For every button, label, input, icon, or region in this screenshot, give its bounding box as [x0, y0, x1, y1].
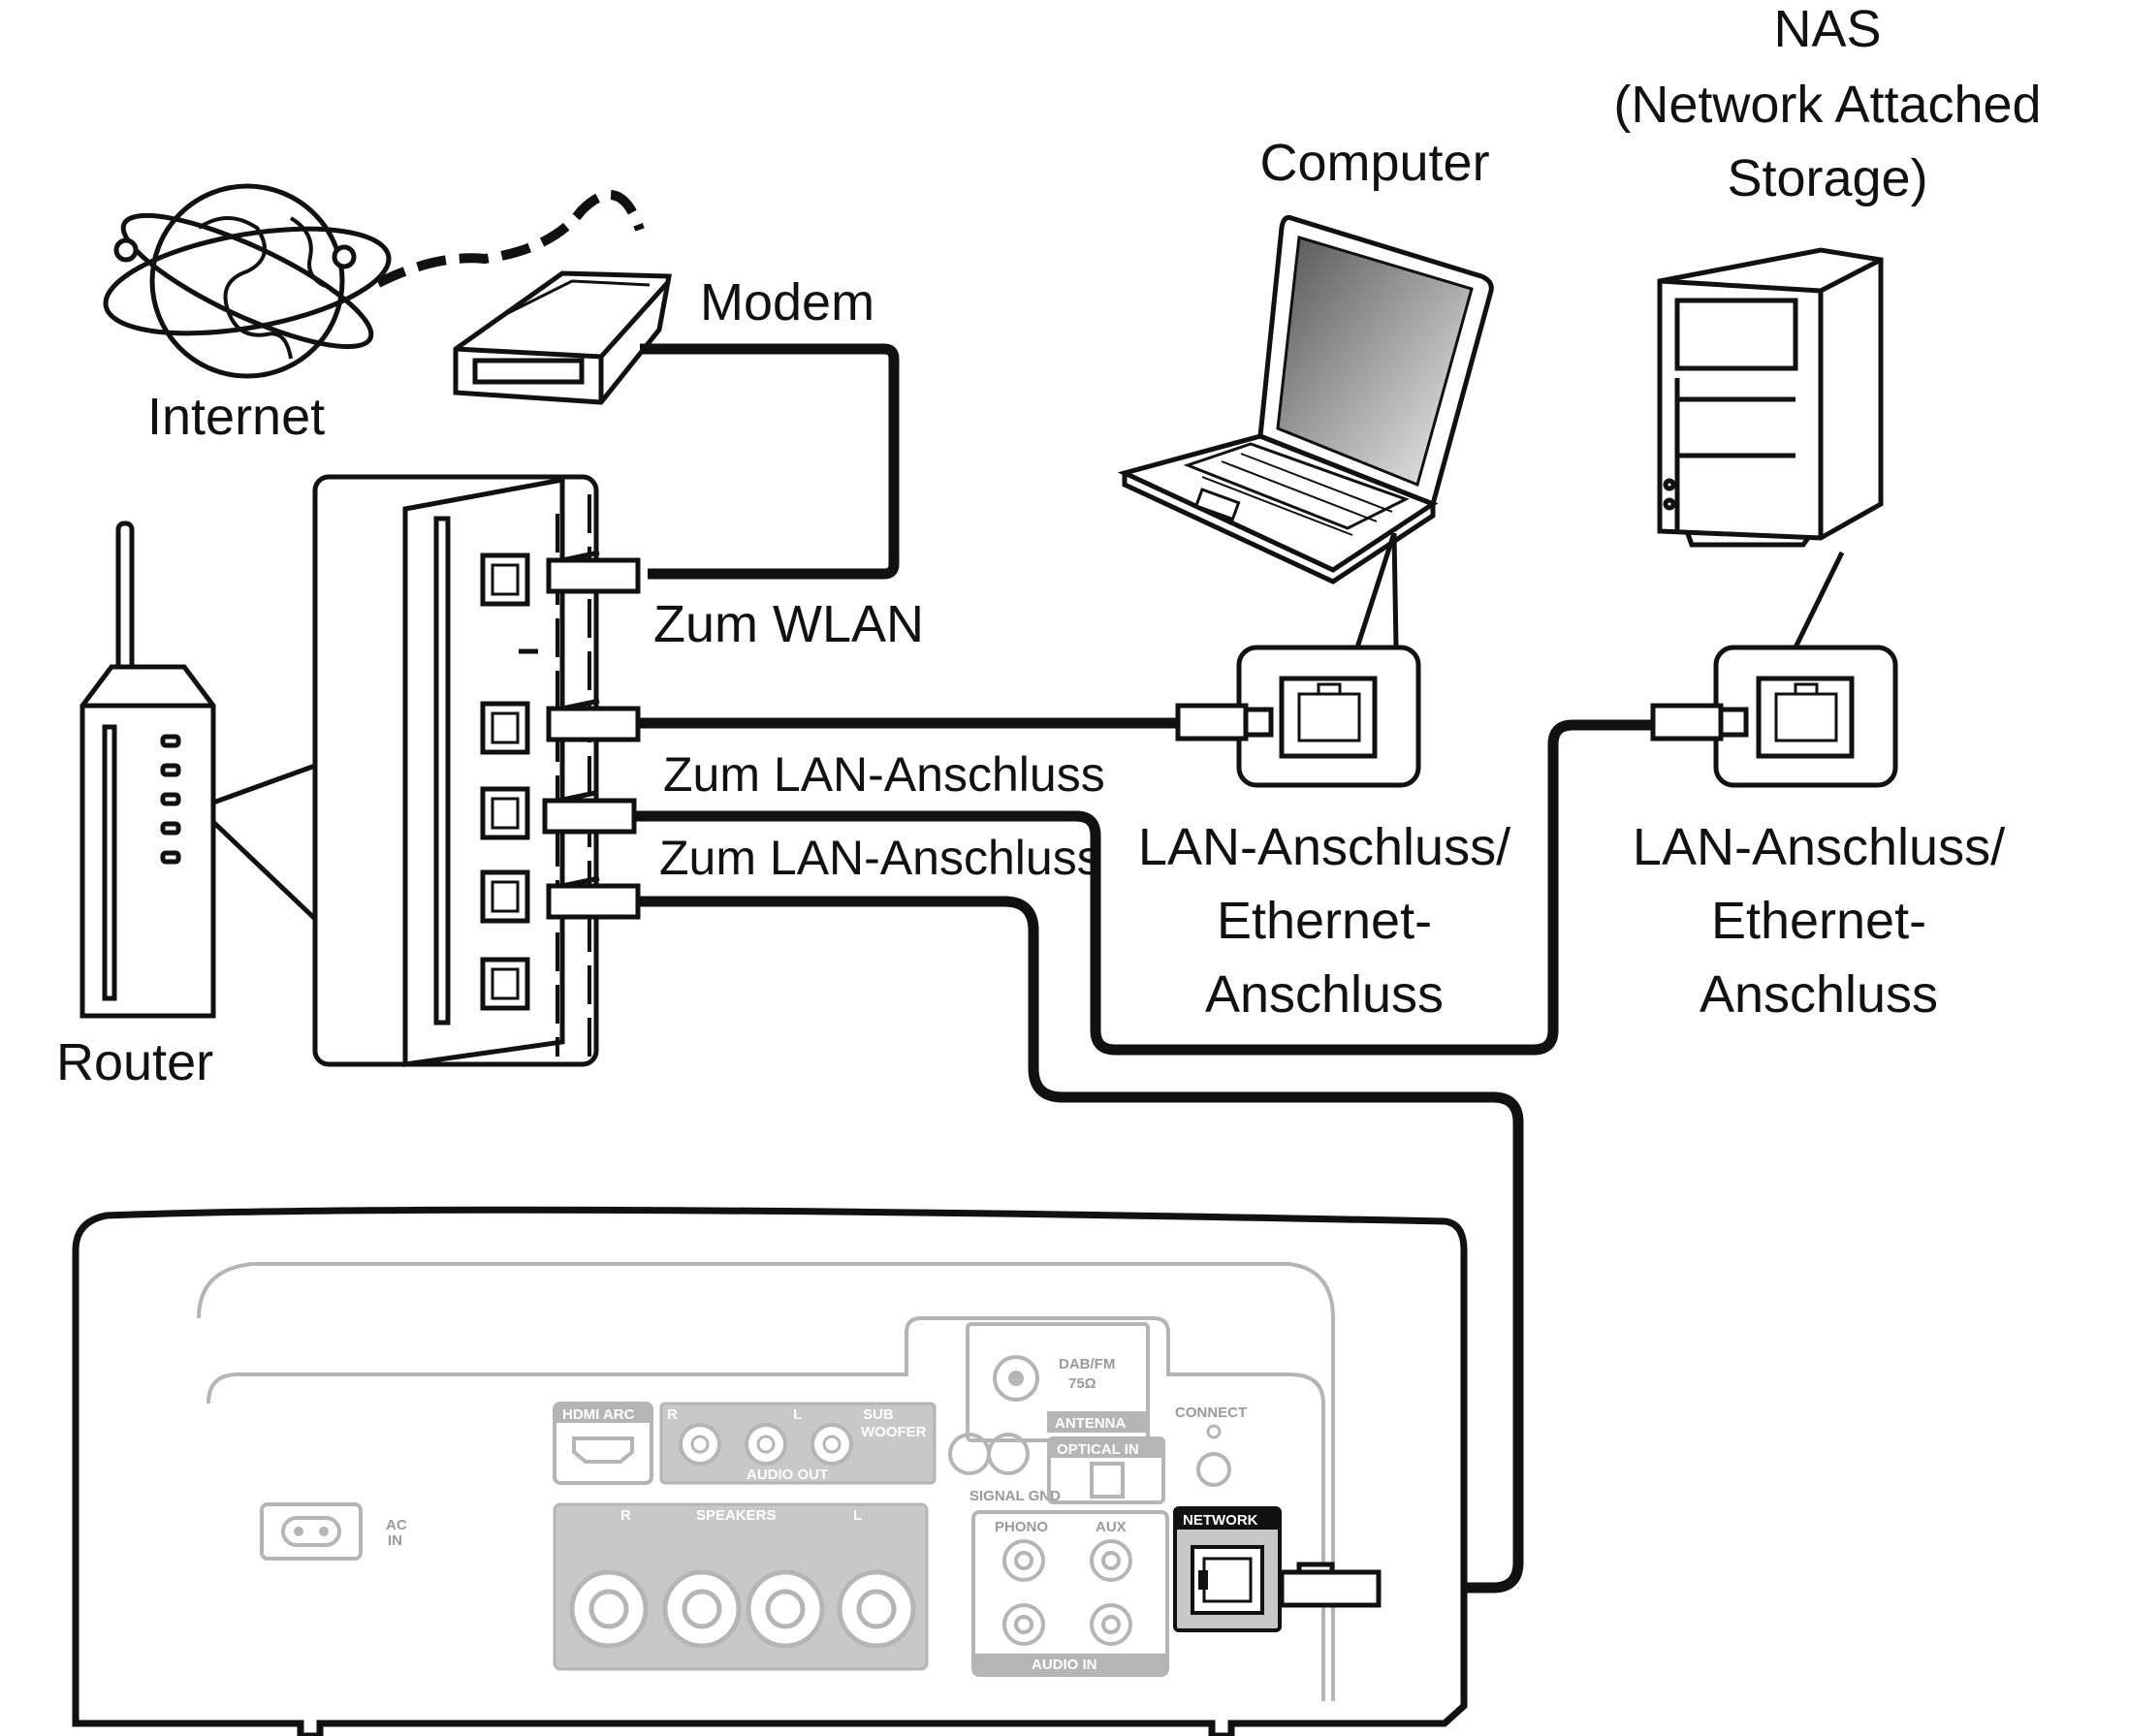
nas-label: NAS	[1773, 0, 1881, 58]
nas-port-label-line2: Ethernet-	[1711, 892, 1926, 950]
audio-in-label: AUDIO IN	[1032, 1657, 1097, 1673]
computer-plug	[1175, 703, 1274, 742]
router-label: Router	[56, 1033, 213, 1091]
nas-lan-port	[1713, 645, 1898, 788]
modem-label: Modem	[700, 273, 874, 331]
speakers-label: SPEAKERS	[696, 1507, 777, 1524]
wireless-link	[375, 190, 645, 288]
to-lan-label-1: Zum LAN-Anschluss	[663, 747, 1105, 802]
nas-zoom-callout	[1791, 551, 1845, 650]
woofer-label: WOOFER	[861, 1424, 927, 1440]
nas-full-label-line2: Storage)	[1727, 149, 1927, 207]
nas-full-label-line1: (Network Attached	[1613, 76, 2041, 134]
hdmi-arc-label: HDMI ARC	[562, 1406, 635, 1423]
network-label: NETWORK	[1183, 1512, 1258, 1529]
speakers-r-label: R	[620, 1507, 631, 1524]
router-plugs	[542, 550, 641, 920]
computer-port-label-line3: Anschluss	[1205, 965, 1444, 1024]
ohm-label: 75Ω	[1068, 1375, 1096, 1392]
in-label: IN	[388, 1532, 402, 1549]
globe-icon	[103, 183, 392, 379]
router-zoom-callout	[211, 763, 317, 921]
phono-label: PHONO	[995, 1519, 1048, 1535]
computer-lan-port	[1236, 645, 1421, 788]
router-icon	[79, 521, 216, 1019]
nas-port-label-line1: LAN-Anschluss/	[1633, 818, 2005, 876]
nas-plug	[1650, 703, 1749, 742]
receiver-plug	[1279, 1562, 1382, 1608]
ac-label: AC	[386, 1517, 407, 1533]
computer-port-label-line1: LAN-Anschluss/	[1138, 818, 1510, 876]
nas-port-label-line3: Anschluss	[1700, 965, 1938, 1024]
antenna-label: ANTENNA	[1055, 1415, 1126, 1432]
nas-cable	[634, 719, 1653, 1056]
receiver-rear-panel: AC IN HDMI ARC R L SUB WOOFER AUDIO OUT …	[72, 1206, 1468, 1736]
computer-label: Computer	[1259, 134, 1489, 192]
computer-port-label-line2: Ethernet-	[1217, 892, 1432, 950]
audio-out-l-label: L	[793, 1406, 802, 1423]
optical-in-label: OPTICAL IN	[1057, 1441, 1139, 1458]
modem-icon	[453, 270, 672, 405]
internet-label: Internet	[147, 388, 325, 446]
to-wlan-label: Zum WLAN	[653, 595, 924, 653]
nas-icon	[1657, 247, 1884, 548]
connect-label: CONNECT	[1175, 1405, 1247, 1421]
to-lan-label-2: Zum LAN-Anschluss	[659, 831, 1101, 885]
speakers-l-label: L	[853, 1507, 862, 1524]
receiver-cable	[638, 896, 1524, 1594]
audio-out-r-label: R	[667, 1406, 678, 1423]
router-lan-ports	[480, 552, 530, 1011]
laptop-icon	[1117, 215, 1494, 584]
audio-out-label: AUDIO OUT	[747, 1467, 828, 1483]
modem-cable	[640, 343, 900, 580]
signal-gnd-label: SIGNAL GND	[969, 1488, 1061, 1504]
dab-fm-label: DAB/FM	[1059, 1356, 1115, 1373]
aux-label: AUX	[1096, 1519, 1127, 1535]
sub-label: SUB	[863, 1406, 894, 1423]
